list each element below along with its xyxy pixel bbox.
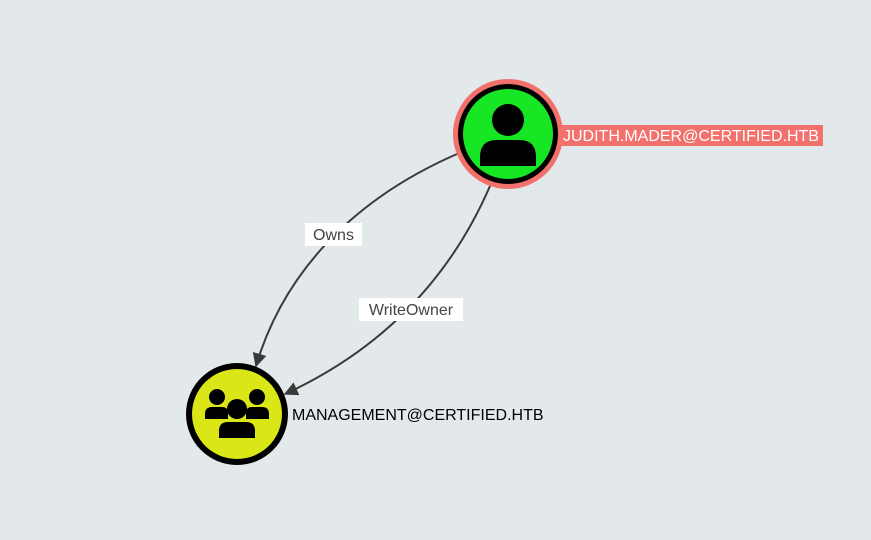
node-management-label: MANAGEMENT@CERTIFIED.HTB	[292, 407, 544, 424]
edge-owns[interactable]: Owns	[252, 153, 458, 368]
edge-owns-label: Owns	[313, 227, 354, 244]
group-icon	[205, 389, 269, 438]
node-judith-label-bg	[560, 125, 823, 146]
node-judith-label: JUDITH.MADER@CERTIFIED.HTB	[563, 128, 819, 145]
node-judith-mader[interactable]: JUDITH.MADER@CERTIFIED.HTB	[453, 79, 823, 189]
edge-writeowner-line[interactable]	[283, 185, 491, 396]
edge-owns-line[interactable]	[252, 153, 458, 368]
node-management[interactable]: MANAGEMENT@CERTIFIED.HTB	[186, 363, 544, 465]
edge-writeowner-label-box	[359, 298, 463, 321]
edge-writeowner-label: WriteOwner	[369, 302, 454, 319]
edge-writeowner[interactable]: WriteOwner	[283, 185, 491, 396]
user-icon	[480, 104, 536, 166]
edge-owns-label-box	[305, 223, 362, 246]
